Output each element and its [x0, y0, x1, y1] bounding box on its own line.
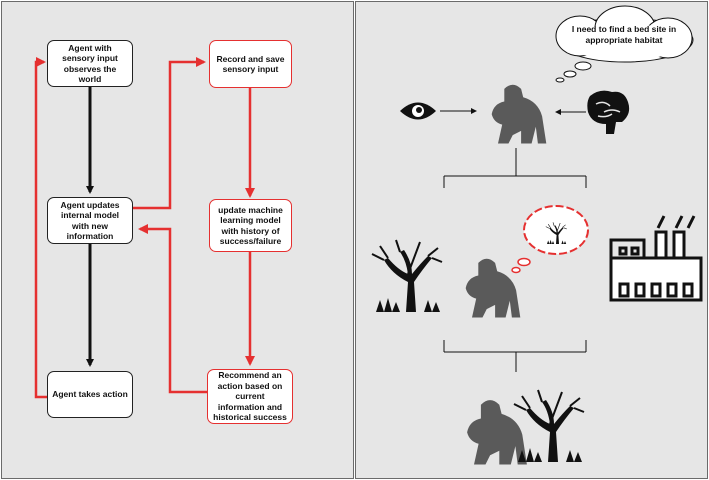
red-thought-cloud — [511, 205, 589, 274]
factory-icon — [609, 215, 703, 302]
tree-middle — [371, 239, 443, 313]
thought-text: I need to find a bed site in appropriate… — [571, 24, 677, 45]
box-recommend: Recommend an action based on current inf… — [207, 369, 293, 424]
gorilla-top — [491, 84, 547, 144]
arrow-action-to-observe — [34, 57, 48, 399]
brain-icon — [587, 90, 630, 134]
box-record: Record and save sensory input — [209, 40, 292, 88]
box-ml: update machine learning model with histo… — [209, 199, 292, 252]
gorilla-bottom — [467, 400, 527, 465]
bracket-bottom — [443, 340, 587, 372]
bracket-top — [443, 148, 587, 188]
arrow-update-to-record — [132, 57, 206, 210]
box-update: Agent updates internal model with new in… — [47, 197, 133, 244]
box-action: Agent takes action — [47, 371, 133, 418]
eye-icon — [400, 102, 436, 120]
box-observe: Agent with sensory input observes the wo… — [47, 40, 133, 87]
thought-cloud — [555, 5, 694, 83]
arrow-recommend-to-update — [138, 224, 207, 394]
gorilla-middle — [465, 258, 521, 318]
